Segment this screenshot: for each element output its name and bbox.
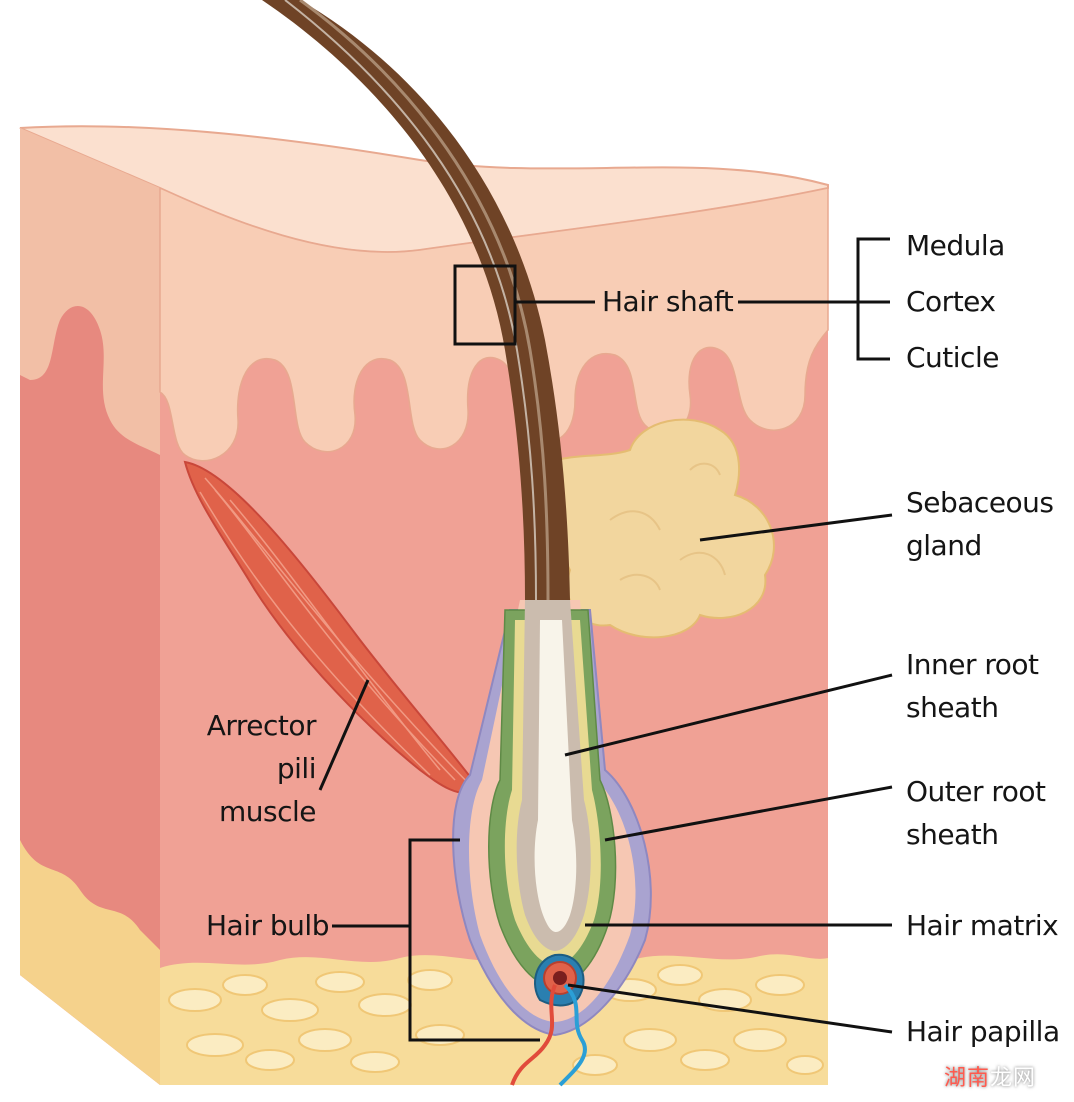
label-sebaceous-line2: gland (906, 529, 982, 562)
arrector-pili-muscle (183, 460, 482, 795)
label-outer-root-line1: Outer root (906, 775, 1046, 808)
label-arrector-line2: pili (276, 752, 317, 785)
label-cortex: Cortex (906, 285, 996, 318)
label-inner-root-line1: Inner root (906, 648, 1039, 681)
label-hair-matrix: Hair matrix (906, 909, 1059, 942)
watermark-part1: 湖南 (944, 1066, 991, 1091)
hair-follicle (452, 600, 652, 1037)
epidermis-side (20, 128, 160, 455)
watermark-part2: 龙网 (990, 1066, 1037, 1091)
label-sebaceous-line1: Sebaceous (906, 486, 1054, 519)
label-inner-root-sheath: Inner root sheath (906, 643, 1039, 729)
blood-vessel-blue (558, 983, 587, 1087)
label-medula: Medula (906, 229, 1005, 262)
label-arrector-line3: muscle (218, 795, 317, 828)
label-hair-shaft: Hair shaft (602, 285, 734, 318)
label-outer-root-line2: sheath (906, 818, 999, 851)
watermark: 湖南龙网 (944, 1060, 1036, 1092)
label-hair-papilla: Hair papilla (906, 1015, 1060, 1048)
leader-lines (318, 237, 893, 1042)
hair-shaft-box (453, 264, 517, 346)
epidermis-front (159, 186, 829, 462)
hair-shaft (262, 0, 570, 601)
label-cuticle: Cuticle (906, 341, 999, 374)
label-arrector-pili-muscle: Arrector pili muscle (186, 704, 317, 833)
label-sebaceous-gland: Sebaceous gland (906, 481, 1054, 567)
label-inner-root-line2: sheath (906, 691, 999, 724)
skin-block (19, 125, 829, 1085)
label-hair-bulb: Hair bulb (206, 909, 329, 942)
label-arrector-line1: Arrector (206, 709, 317, 742)
fat-cells (168, 964, 824, 1076)
blood-vessel-red (510, 984, 557, 1086)
fat-side (20, 840, 160, 1085)
label-outer-root-sheath: Outer root sheath (906, 770, 1046, 856)
